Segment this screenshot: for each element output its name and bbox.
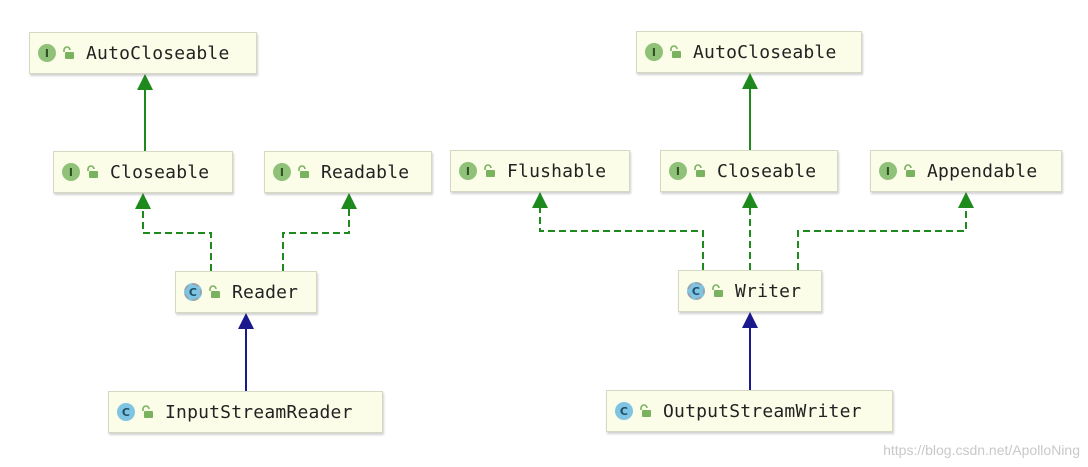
interface-node-autocloseable[interactable]: I AutoCloseable xyxy=(29,32,257,74)
interface-node-appendable[interactable]: I Appendable xyxy=(870,150,1062,192)
implements-edge xyxy=(282,209,350,271)
implements-arrow-head xyxy=(135,193,151,209)
interface-node-closeable[interactable]: I Closeable xyxy=(53,151,233,193)
interface-node-closeable[interactable]: I Closeable xyxy=(660,150,838,192)
implements-edge xyxy=(797,208,967,270)
implements-arrow-head xyxy=(742,192,758,208)
public-lock-icon xyxy=(298,165,309,178)
interface-node-flushable[interactable]: I Flushable xyxy=(450,150,630,192)
class-node-reader[interactable]: C Reader xyxy=(175,271,317,313)
public-lock-icon xyxy=(904,164,915,177)
public-lock-icon xyxy=(694,164,705,177)
node-label: AutoCloseable xyxy=(86,42,230,64)
node-label: Closeable xyxy=(717,160,817,182)
extends-arrow-head xyxy=(238,313,254,329)
node-label: Flushable xyxy=(507,160,607,182)
class-icon: C xyxy=(615,402,633,420)
public-lock-icon xyxy=(640,404,651,417)
implements-edge xyxy=(142,209,212,271)
public-lock-icon xyxy=(712,284,723,297)
interface-icon: I xyxy=(669,162,687,180)
interface-icon: I xyxy=(38,44,56,62)
implements-arrow-head xyxy=(341,193,357,209)
interface-icon: I xyxy=(273,163,291,181)
node-label: OutputStreamWriter xyxy=(663,400,862,422)
node-label: Writer xyxy=(735,280,802,302)
interface-icon: I xyxy=(62,163,80,181)
interface-icon: I xyxy=(459,162,477,180)
interface-icon: I xyxy=(645,43,663,61)
interface-node-autocloseable[interactable]: I AutoCloseable xyxy=(636,31,862,73)
abstract-class-icon: C xyxy=(687,282,705,300)
implements-arrow-head xyxy=(958,192,974,208)
public-lock-icon xyxy=(484,164,495,177)
class-node-outputstreamwriter[interactable]: C OutputStreamWriter xyxy=(606,390,893,432)
class-node-writer[interactable]: C Writer xyxy=(678,270,822,312)
public-lock-icon xyxy=(670,45,681,58)
node-label: AutoCloseable xyxy=(693,41,837,63)
public-lock-icon xyxy=(209,285,220,298)
watermark: https://blog.csdn.net/ApolloNing xyxy=(883,442,1080,458)
extends-arrow-head xyxy=(137,74,153,90)
node-label: Readable xyxy=(321,161,410,183)
public-lock-icon xyxy=(87,165,98,178)
public-lock-icon xyxy=(63,46,74,59)
abstract-class-icon: C xyxy=(184,283,202,301)
interface-icon: I xyxy=(879,162,897,180)
node-label: Closeable xyxy=(110,161,210,183)
node-label: Appendable xyxy=(927,160,1038,182)
class-node-inputstreamreader[interactable]: C InputStreamReader xyxy=(108,391,383,433)
node-label: Reader xyxy=(232,281,299,303)
class-icon: C xyxy=(117,403,135,421)
node-label: InputStreamReader xyxy=(165,401,353,423)
implements-edge xyxy=(539,208,704,270)
implements-arrow-head xyxy=(532,192,548,208)
public-lock-icon xyxy=(142,405,153,418)
extends-arrow-head xyxy=(742,73,758,89)
extends-arrow-head xyxy=(742,312,758,328)
interface-node-readable[interactable]: I Readable xyxy=(264,151,432,193)
